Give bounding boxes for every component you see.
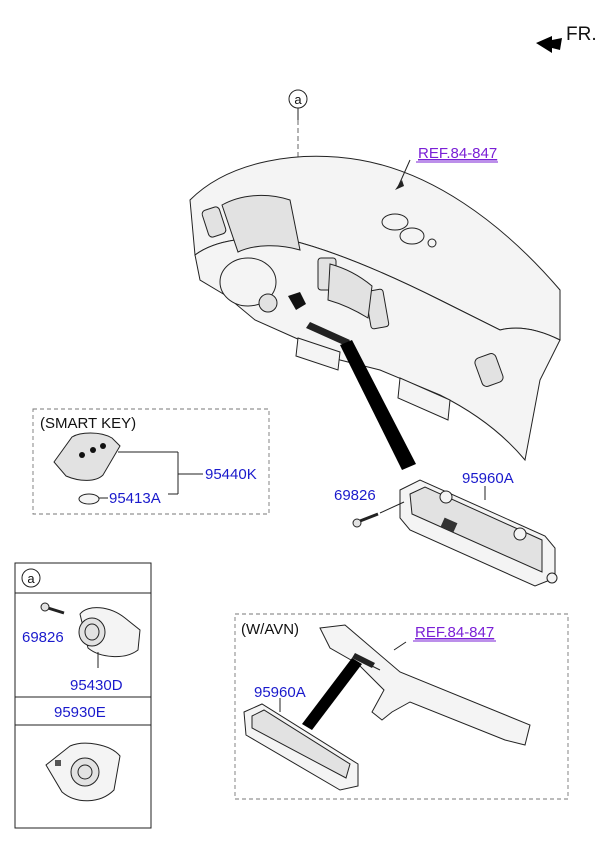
ref-label-top: REF.84-847 xyxy=(418,145,497,162)
detail-a-letter: a xyxy=(27,571,35,586)
part-number-95430D: 95430D xyxy=(70,677,123,694)
part-number-95930E: 95930E xyxy=(54,704,106,721)
part-number-95960A-avn: 95960A xyxy=(254,684,306,701)
coin-battery-icon xyxy=(78,493,100,505)
front-label: FR. xyxy=(566,24,597,45)
front-arrow-icon xyxy=(536,36,562,53)
ref-label-avn: REF.84-847 xyxy=(415,624,494,641)
part-number-95413A: 95413A xyxy=(109,490,161,507)
smart-key-fob-icon xyxy=(53,432,121,481)
switch-assembly-illustration xyxy=(352,479,558,587)
front-direction-indicator: FR. xyxy=(536,24,597,53)
part-number-95960A: 95960A xyxy=(462,470,514,487)
start-stop-switch-icon xyxy=(78,607,141,657)
part-number-69826-detail: 69826 xyxy=(22,629,64,646)
part-number-95440K: 95440K xyxy=(205,466,257,483)
smart-key-group: (SMART KEY) xyxy=(32,408,270,515)
detail-screw-icon xyxy=(40,602,65,615)
detail-a-table xyxy=(14,562,152,829)
part-number-69826: 69826 xyxy=(334,487,376,504)
avn-group xyxy=(234,613,569,800)
callout-a-letter: a xyxy=(294,92,302,107)
screw-icon xyxy=(352,512,379,528)
dashboard-illustration xyxy=(189,155,561,470)
avn-title: (W/AVN) xyxy=(241,621,299,638)
alt-start-switch-icon xyxy=(45,742,121,802)
smart-key-title: (SMART KEY) xyxy=(40,415,136,432)
